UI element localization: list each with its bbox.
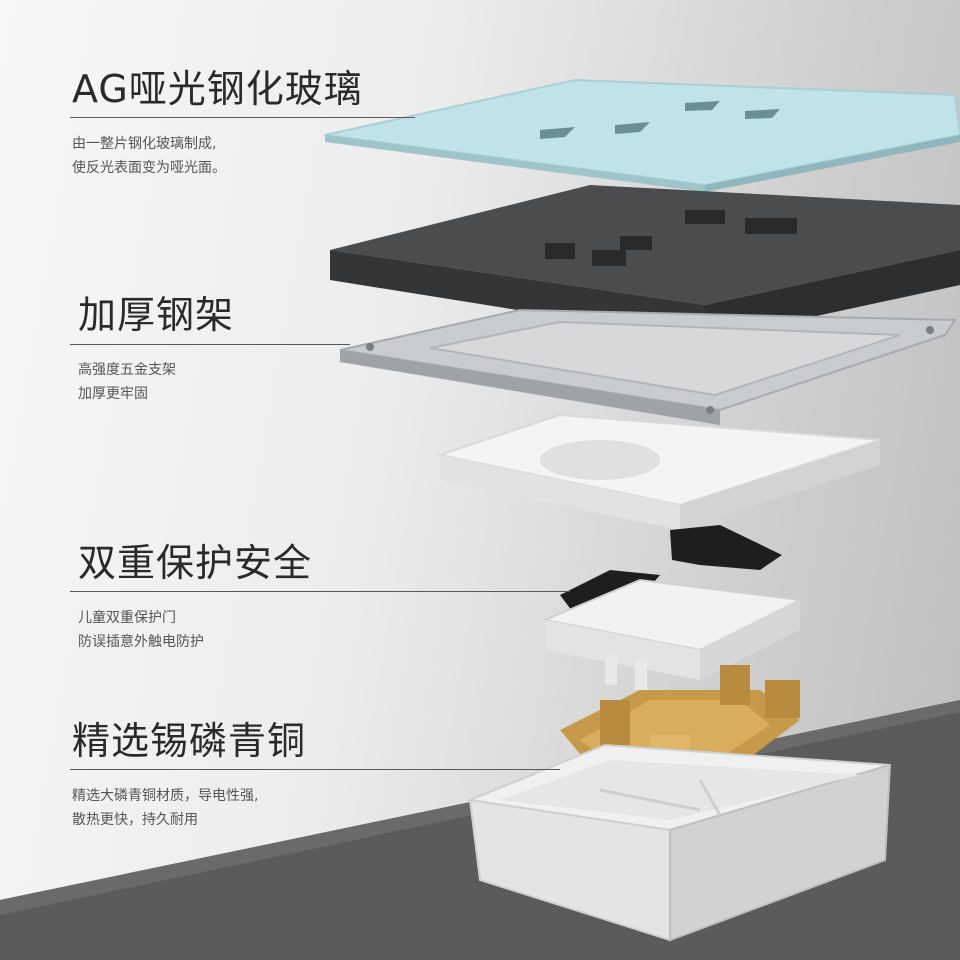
callout-desc-line: 高强度五金支架	[78, 362, 176, 378]
callout-frame: 加厚钢架	[78, 284, 234, 339]
callout-line-copper	[70, 769, 560, 770]
callout-desc-line: 儿童双重保护门	[78, 610, 176, 626]
callout-frame-desc: 高强度五金支架 加厚更牢固	[78, 358, 176, 406]
shutter-housing	[541, 578, 804, 690]
callout-title: AG哑光钢化玻璃	[72, 67, 363, 111]
callout-line-shutter	[70, 591, 570, 592]
callout-title: 双重保护安全	[78, 541, 313, 585]
callout-title: 精选锡磷青铜	[72, 719, 307, 763]
white-cover	[436, 413, 881, 530]
callout-desc-line: 散热更快，持久耐用	[72, 812, 198, 828]
callout-line-glass	[70, 117, 415, 118]
steel-frame	[339, 308, 957, 425]
callout-shutter: 双重保护安全	[78, 532, 312, 587]
base-box	[466, 743, 892, 942]
callout-desc-line: 防误插意外触电防护	[78, 634, 204, 650]
callout-desc-line: 加厚更牢固	[78, 386, 148, 402]
callout-glass: AG哑光钢化玻璃	[72, 58, 363, 113]
callout-line-frame	[70, 344, 350, 345]
callout-desc-line: 精选大磷青铜材质，导电性强,	[72, 788, 259, 804]
callout-title: 加厚钢架	[78, 293, 235, 337]
glass-panel	[324, 78, 960, 192]
callout-copper: 精选锡磷青铜	[72, 710, 306, 765]
callout-desc-line: 使反光表面变为哑光面。	[72, 160, 226, 176]
callout-desc-line: 由一整片钢化玻璃制成,	[72, 136, 217, 152]
callout-shutter-desc: 儿童双重保护门 防误插意外触电防护	[78, 606, 204, 654]
callout-glass-desc: 由一整片钢化玻璃制成, 使反光表面变为哑光面。	[72, 132, 226, 180]
callout-copper-desc: 精选大磷青铜材质，导电性强, 散热更快，持久耐用	[72, 784, 258, 832]
